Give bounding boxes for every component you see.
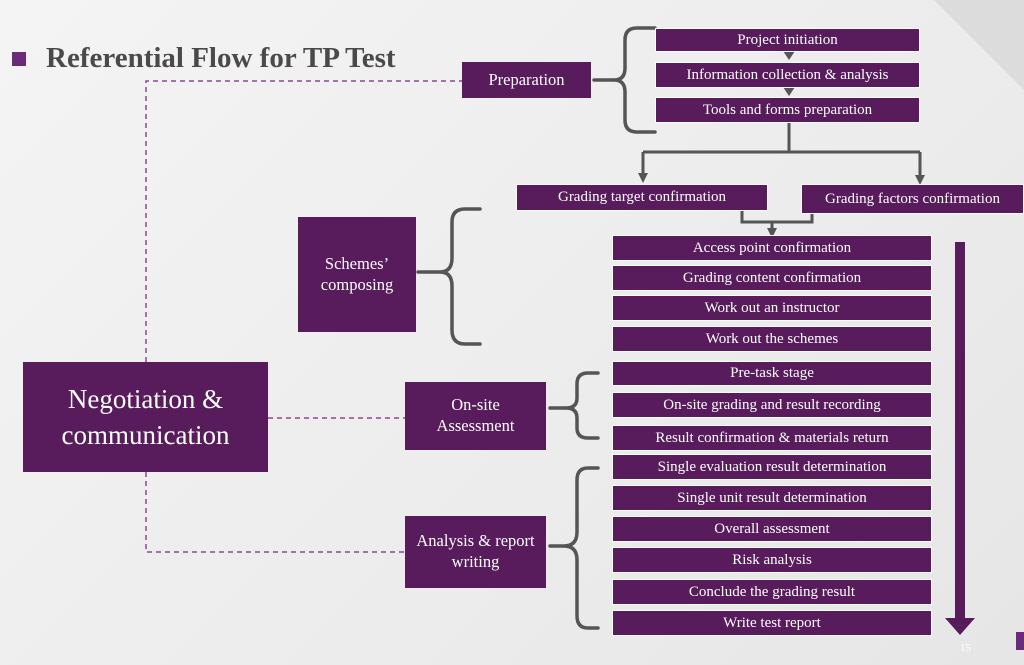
connector-merge-left <box>740 211 777 238</box>
corner-decoration <box>934 0 1024 90</box>
step-work-out-instructor: Work out an instructor <box>612 295 932 321</box>
slide-title: Referential Flow for TP Test <box>46 42 396 74</box>
brace-preparation <box>592 26 657 134</box>
step-grading-target-confirmation: Grading target confirmation <box>516 184 768 211</box>
progress-arrow-head <box>945 618 975 635</box>
page-number: 15 <box>960 642 971 654</box>
step-single-unit-result: Single unit result determination <box>612 485 932 511</box>
slide-header: Referential Flow for TP Test <box>12 42 396 75</box>
step-write-test-report: Write test report <box>612 610 932 636</box>
step-onsite-grading-recording: On-site grading and result recording <box>612 392 932 418</box>
step-grading-factors-confirmation: Grading factors confirmation <box>801 184 1024 214</box>
dashed-link-analysis <box>145 472 405 553</box>
brace-analysis <box>548 466 600 630</box>
brace-schemes <box>416 207 482 346</box>
step-work-out-schemes: Work out the schemes <box>612 326 932 352</box>
dashed-link-preparation <box>145 80 462 362</box>
step-result-confirmation-materials: Result confirmation & materials return <box>612 425 932 451</box>
step-single-evaluation-result: Single evaluation result determination <box>612 454 932 480</box>
title-bullet-square <box>12 51 26 66</box>
step-project-initiation: Project initiation <box>655 28 920 52</box>
phase-onsite-assessment: On-site Assessment <box>405 382 546 450</box>
phase-preparation: Preparation <box>462 62 591 98</box>
step-access-point-confirmation: Access point confirmation <box>612 235 932 261</box>
page-marker <box>1016 632 1024 650</box>
connector-merge-right <box>772 214 814 224</box>
step-conclude-grading-result: Conclude the grading result <box>612 579 932 605</box>
arrow-prep-2 <box>783 87 795 96</box>
step-overall-assessment: Overall assessment <box>612 516 932 542</box>
phase-analysis-report-writing: Analysis & report writing <box>405 516 546 588</box>
hub-negotiation-communication: Negotiation & communication <box>23 362 268 472</box>
brace-onsite <box>548 371 600 440</box>
step-tools-forms-preparation: Tools and forms preparation <box>655 97 920 123</box>
arrow-prep-1 <box>783 51 795 60</box>
progress-arrow-shaft <box>955 242 965 622</box>
phase-schemes-composing: Schemes’ composing <box>298 217 416 332</box>
step-risk-analysis: Risk analysis <box>612 547 932 573</box>
step-grading-content-confirmation: Grading content confirmation <box>612 265 932 291</box>
step-information-collection: Information collection & analysis <box>655 62 920 88</box>
step-pre-task-stage: Pre-task stage <box>612 361 932 386</box>
